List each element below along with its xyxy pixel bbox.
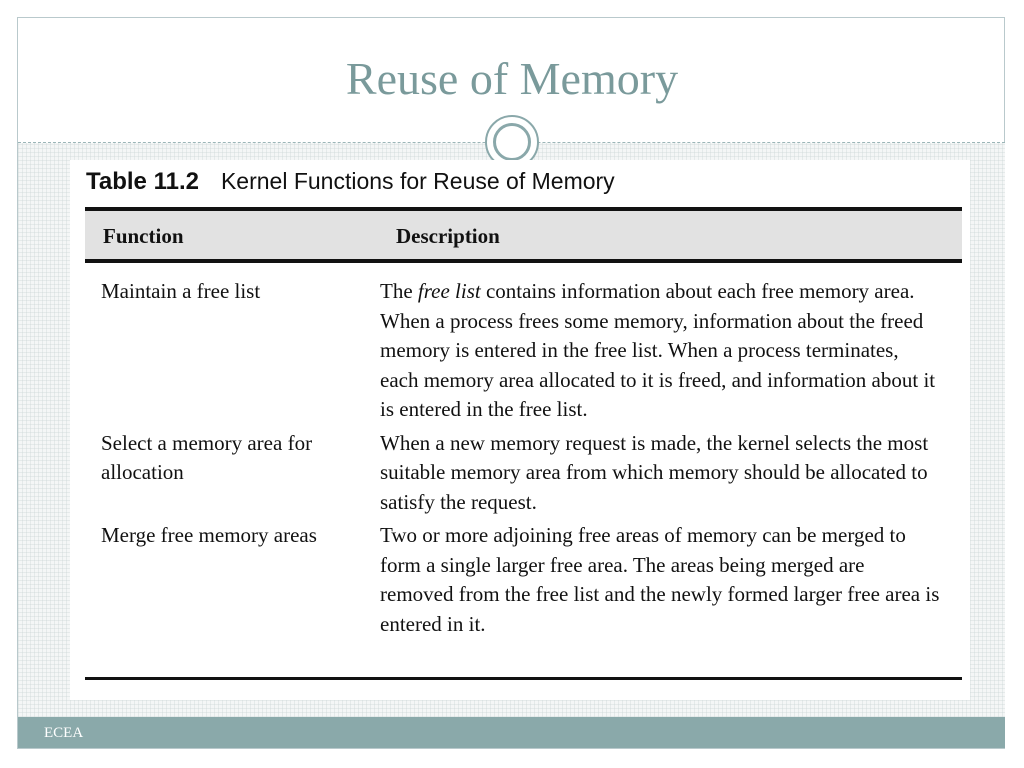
slide-title: Reuse of Memory xyxy=(345,53,679,104)
row-description: The free list contains information about… xyxy=(378,277,940,425)
row-description: When a new memory request is made, the k… xyxy=(378,429,940,518)
table-row: Maintain a free list The free list conta… xyxy=(85,277,962,425)
table-caption: Table 11.2 Kernel Functions for Reuse of … xyxy=(86,168,615,196)
footer-bar: ECEA xyxy=(18,717,1005,748)
table-body: Maintain a free list The free list conta… xyxy=(85,277,962,643)
description-text: contains information about each free mem… xyxy=(380,279,936,421)
header-description: Description xyxy=(396,224,500,248)
row-function: Maintain a free list xyxy=(101,279,261,303)
circle-ornament-inner xyxy=(493,123,531,161)
description-text: The xyxy=(380,279,418,303)
table-row: Merge free memory areas Two or more adjo… xyxy=(85,521,962,639)
table-header: Function Description xyxy=(85,207,962,263)
table-bottom-rule xyxy=(85,677,962,680)
description-text: Two or more adjoining free areas of memo… xyxy=(380,523,940,636)
description-emphasis: free list xyxy=(417,279,481,303)
header-function: Function xyxy=(103,224,184,248)
footer-label: ECEA xyxy=(44,725,84,741)
table-number: Table 11.2 xyxy=(86,168,199,195)
row-function: Merge free memory areas xyxy=(101,523,317,547)
description-text: When a new memory request is made, the k… xyxy=(380,430,929,514)
table-image: Table 11.2 Kernel Functions for Reuse of … xyxy=(70,160,970,700)
row-function: Select a memory area for allocation xyxy=(101,430,313,485)
table-caption-title: Kernel Functions for Reuse of Memory xyxy=(220,168,615,194)
row-description: Two or more adjoining free areas of memo… xyxy=(378,521,940,639)
table-row: Select a memory area for allocation When… xyxy=(85,429,962,518)
